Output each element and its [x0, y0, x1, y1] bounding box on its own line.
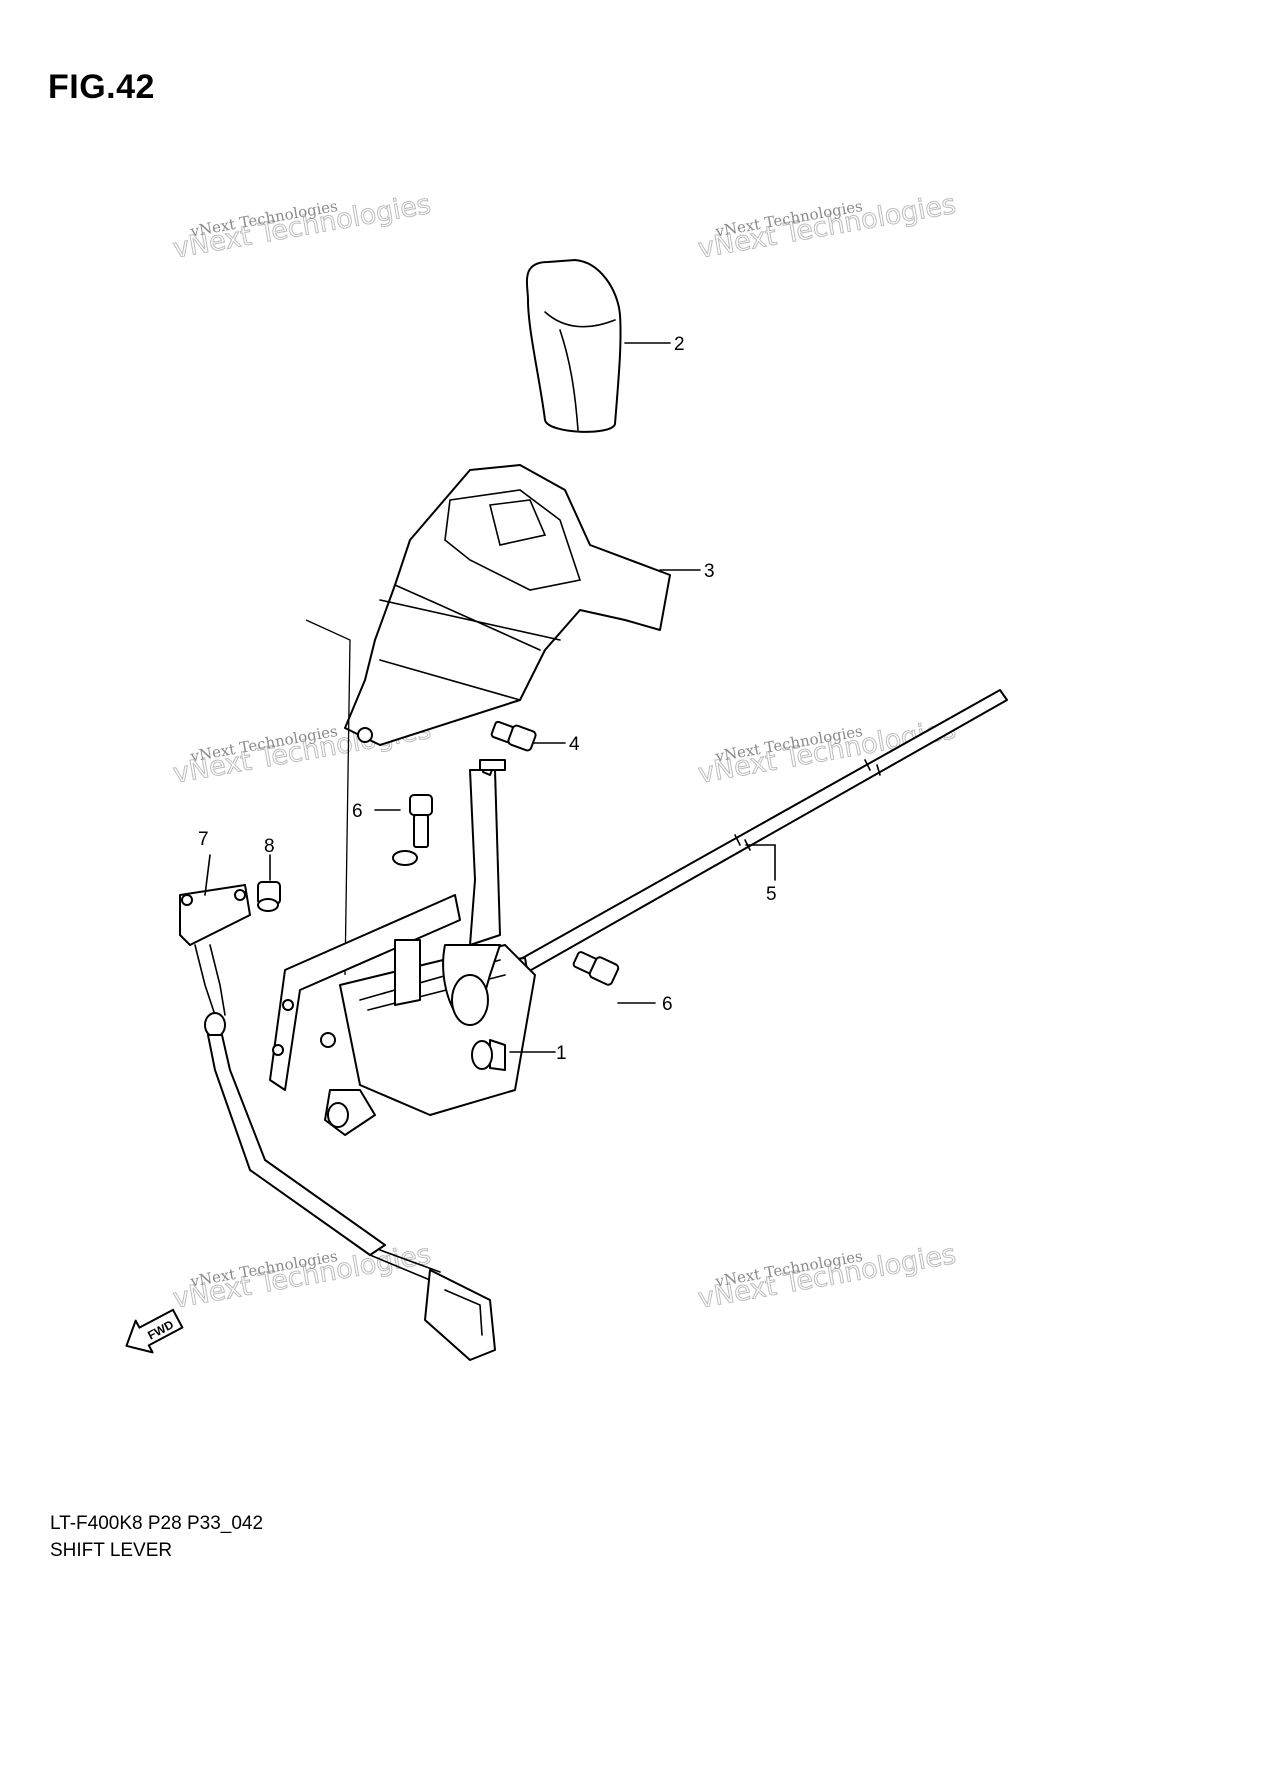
lever-cover: [344, 464, 671, 746]
watermark: vNext Technologies vNext Technologies: [170, 1238, 433, 1315]
watermark: vNext Technologies vNext Technologies: [695, 1238, 958, 1315]
bolt-6-upper: [374, 794, 433, 866]
alignment-line: [305, 619, 351, 976]
callout-2: 2: [674, 334, 685, 355]
shift-lever-assembly: [269, 759, 556, 1136]
figure-code: LT-F400K8 P28 P33_042: [50, 1513, 264, 1534]
shift-cable: [504, 689, 1008, 981]
callout-4: 4: [569, 734, 580, 755]
callout-3: 3: [704, 561, 715, 582]
watermark: vNext Technologies vNext Technologies: [170, 188, 433, 265]
bolt-8: [257, 854, 281, 912]
bolt-6-lower: [572, 951, 656, 1004]
shift-knob: [525, 259, 622, 433]
figure-caption: SHIFT LEVER: [50, 1540, 173, 1561]
neutral-switch: [179, 854, 496, 1361]
callout-1: 1: [556, 1043, 567, 1064]
callout-8: 8: [264, 836, 275, 857]
callout-5: 5: [766, 884, 777, 905]
callout-7: 7: [198, 829, 209, 850]
watermark: vNext Technologies vNext Technologies: [695, 188, 958, 265]
callout-6-lower: 6: [662, 994, 673, 1015]
bolt-4: [490, 720, 566, 752]
callout-6-upper: 6: [352, 801, 363, 822]
figure-title: FIG.42: [48, 68, 155, 106]
